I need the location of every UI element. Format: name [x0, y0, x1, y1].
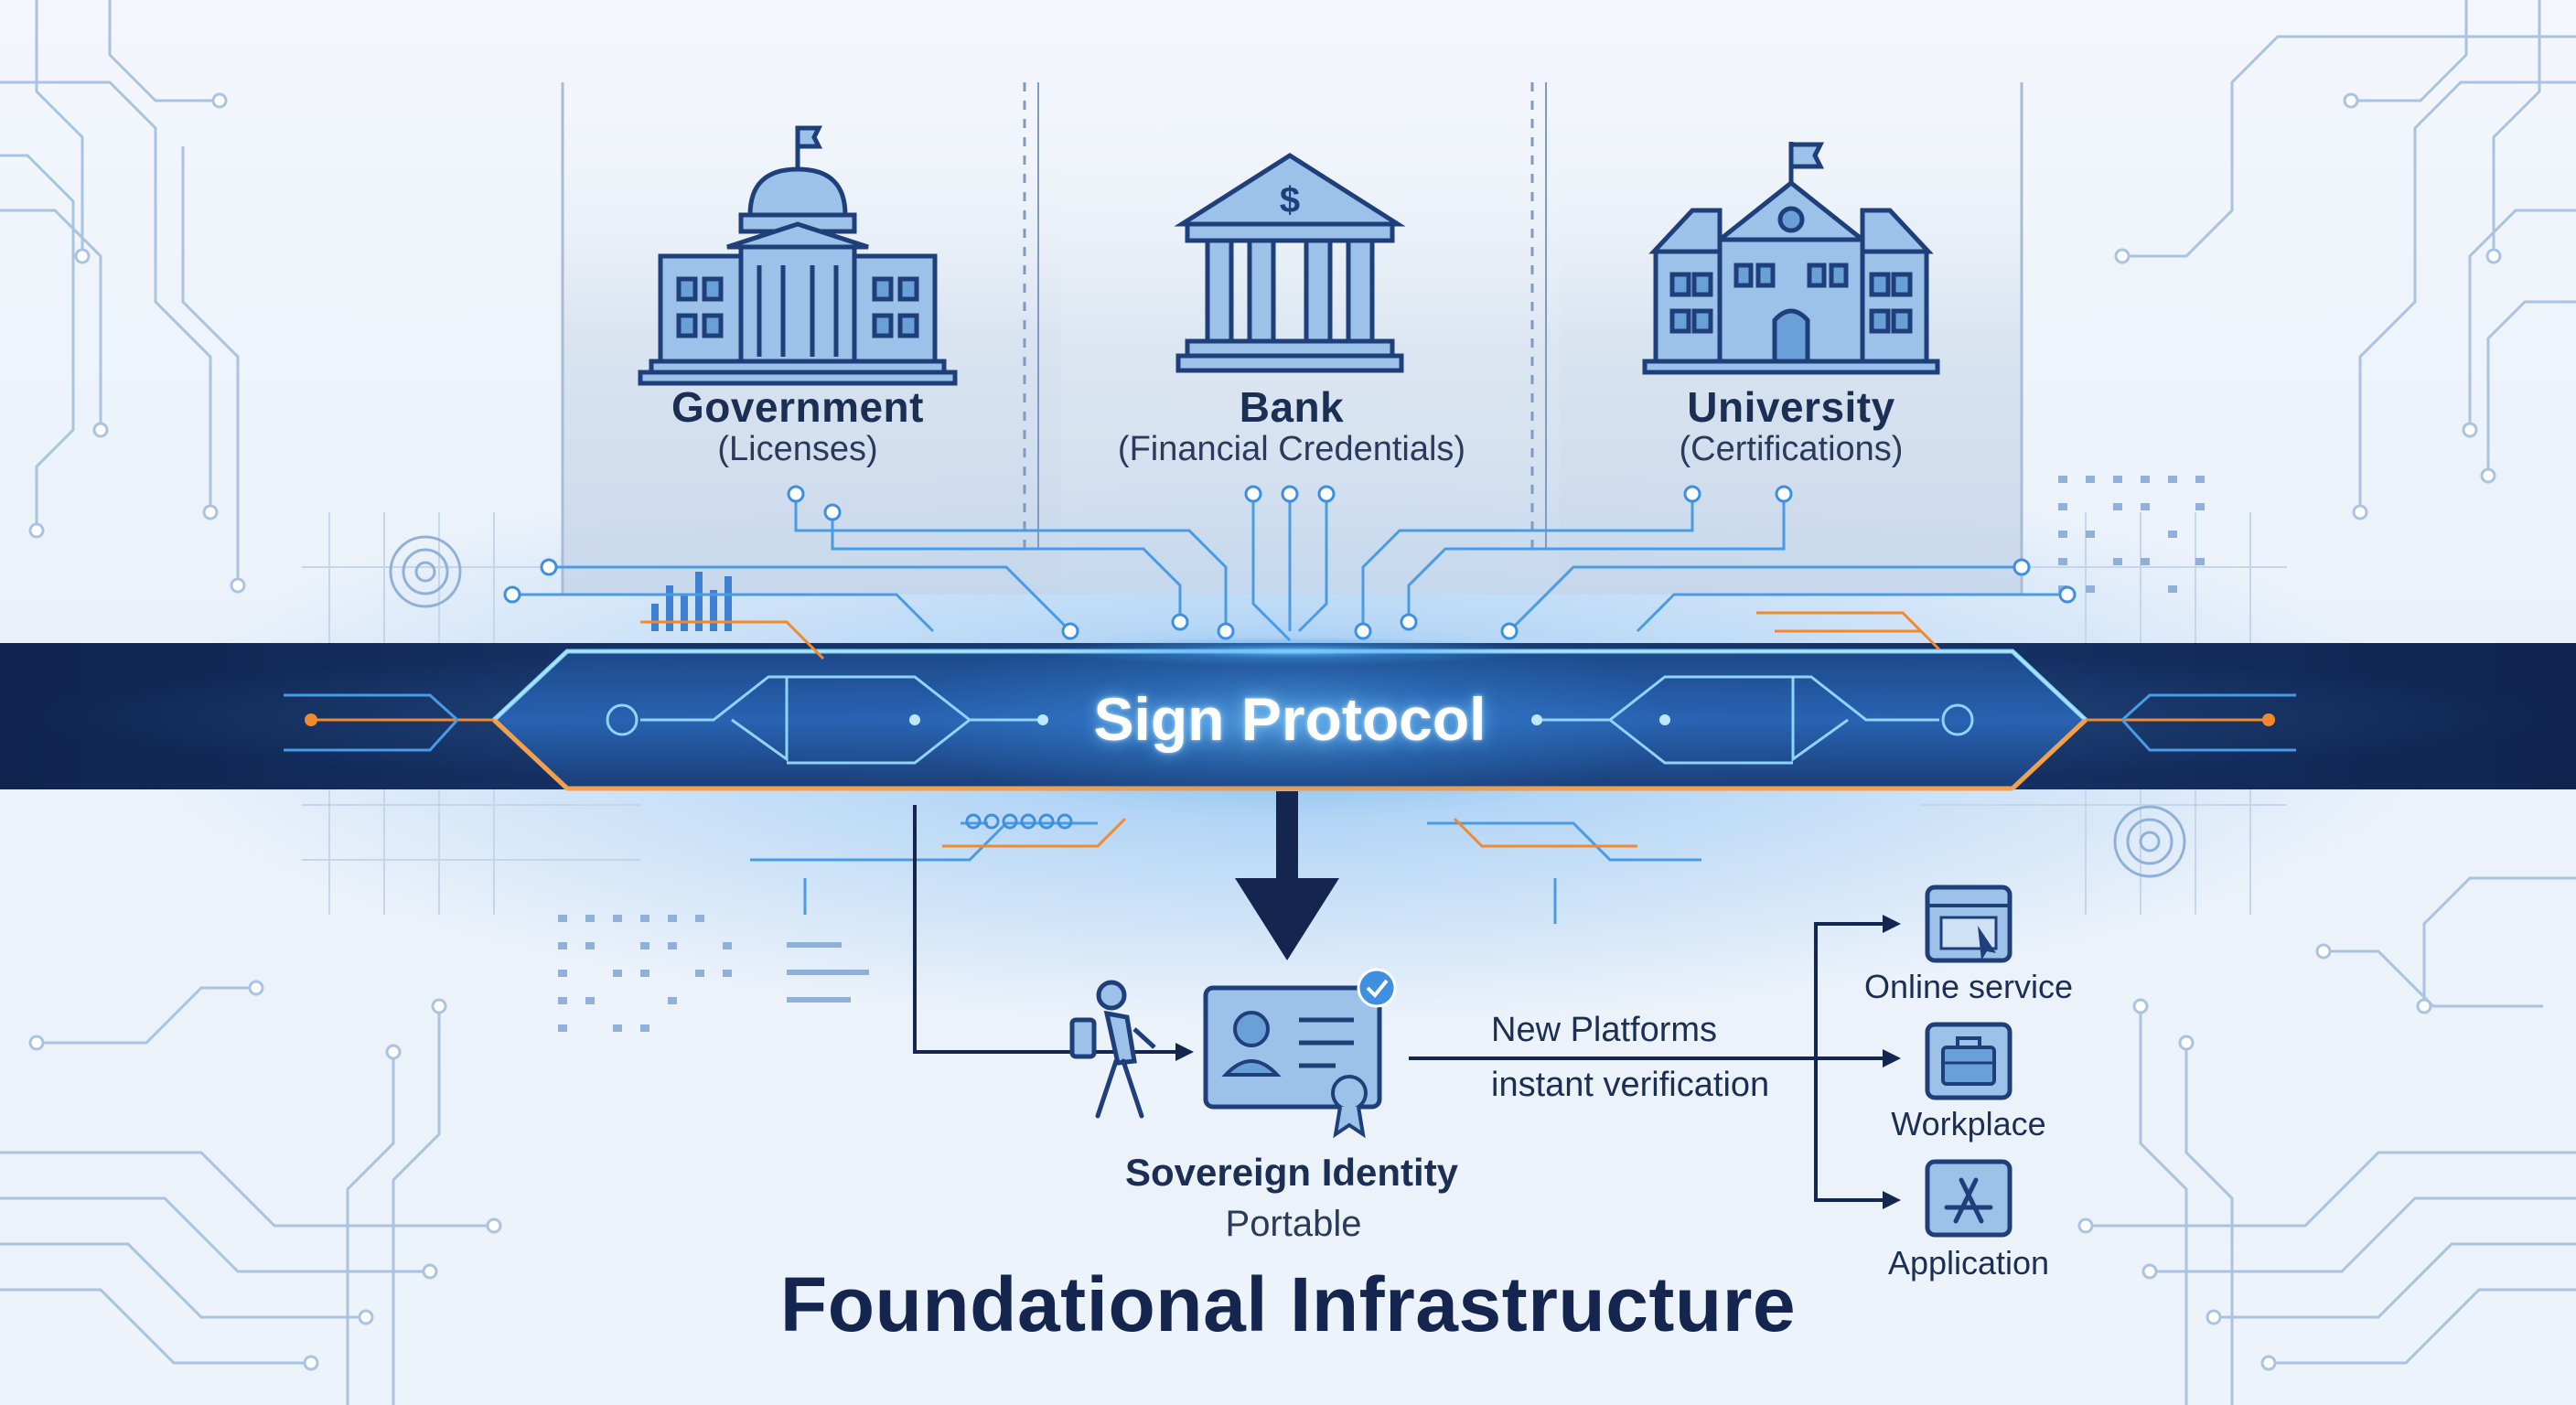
- platform-online-service-label: Online service: [1863, 968, 2074, 1005]
- walking-person-icon: [1069, 980, 1156, 1119]
- band-inner-circuits: [640, 675, 1939, 765]
- briefcase-icon: [1925, 1022, 2012, 1100]
- institution-bank-subtitle: (Financial Credentials): [1117, 430, 1466, 468]
- university-building-icon: [1642, 142, 1940, 375]
- sovereign-identity-title: Sovereign Identity: [1124, 1151, 1459, 1194]
- bank-building-icon: $: [1174, 153, 1406, 373]
- platform-connectors: [1409, 922, 1884, 1202]
- circuit-nodes-right: [2077, 92, 2502, 1371]
- fingerprint-icon-right: [2113, 805, 2186, 878]
- institution-government-subtitle: (Licenses): [717, 430, 878, 468]
- platform-application-label: Application: [1887, 1244, 2050, 1282]
- browser-window-icon: [1925, 885, 2012, 963]
- checkmark-badge-icon: [1357, 968, 1397, 1008]
- award-ribbon-icon: [1331, 1075, 1368, 1139]
- fingerprint-icon-left: [389, 535, 462, 608]
- svg-text:$: $: [1280, 180, 1300, 220]
- app-store-icon: [1925, 1159, 2012, 1238]
- platform-workplace-label: Workplace: [1891, 1105, 2046, 1142]
- circuit-traces-left: [0, 0, 494, 1405]
- center-glow: [906, 619, 1674, 820]
- mini-bars-decoration: [651, 572, 732, 631]
- new-platforms-label: New Platforms: [1491, 1011, 1718, 1049]
- down-arrow-icon: [1235, 791, 1339, 960]
- government-building-icon: [638, 125, 958, 386]
- instant-verification-label: instant verification: [1491, 1066, 1770, 1104]
- footer-title: Foundational Infrastructure: [779, 1261, 1797, 1347]
- lower-orange-traces: [942, 817, 1637, 848]
- institution-connectors: [512, 494, 2067, 642]
- dot-matrix-right: [2058, 476, 2205, 593]
- institution-university-subtitle: (Certifications): [1679, 430, 1904, 468]
- institution-government-name: Government: [671, 383, 924, 431]
- chain-dots: [965, 813, 1073, 830]
- circuit-nodes-left: [28, 92, 502, 1371]
- band-node-right: [1941, 703, 1974, 736]
- institution-university-name: University: [1687, 383, 1895, 431]
- institution-bank-name: Bank: [1239, 383, 1345, 431]
- dot-matrix-left: [558, 915, 869, 1032]
- band-node-left: [606, 703, 639, 736]
- band-feed-lines: [284, 611, 2296, 752]
- id-card-icon: [1203, 985, 1382, 1110]
- sovereign-identity-subtitle: Portable: [1225, 1204, 1362, 1244]
- protocol-label: Sign Protocol: [1093, 685, 1487, 753]
- circuit-traces-right: [2086, 0, 2576, 1405]
